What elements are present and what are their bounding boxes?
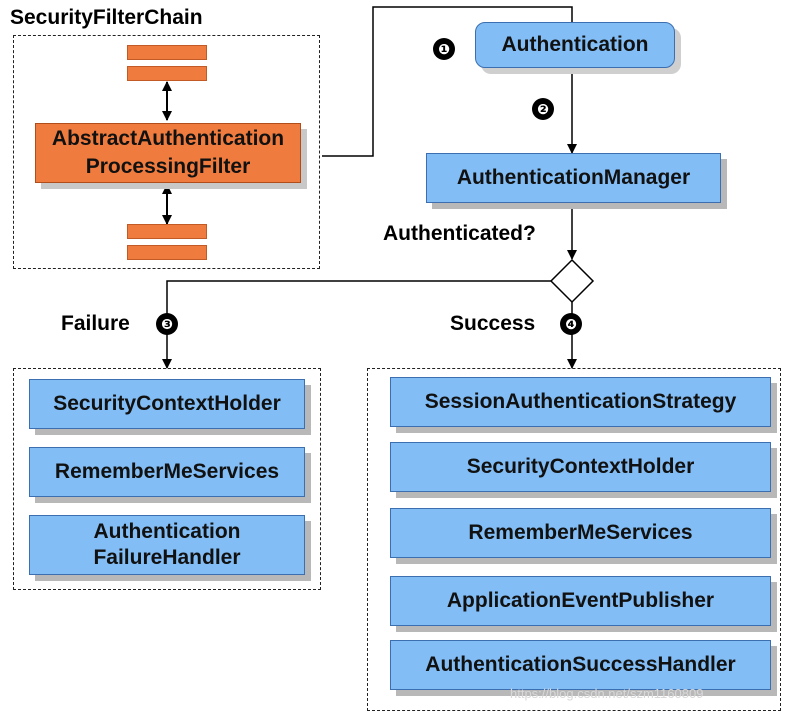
- filter-label-line1: AbstractAuthentication: [51, 127, 285, 150]
- failure-security-context-holder: SecurityContextHolder: [29, 379, 305, 429]
- filter-label-line2: ProcessingFilter: [85, 155, 251, 178]
- abstract-authentication-processing-filter: AbstractAuthentication ProcessingFilter: [35, 123, 301, 183]
- authentication-box: Authentication: [475, 22, 675, 68]
- filter-strip: [127, 224, 207, 239]
- badge-2: ❷: [532, 98, 554, 120]
- decision-diamond: [549, 258, 595, 304]
- application-event-publisher: ApplicationEventPublisher: [390, 576, 771, 626]
- authentication-failure-handler: Authentication FailureHandler: [29, 515, 305, 575]
- failure-handler-line2: FailureHandler: [93, 546, 241, 569]
- success-remember-me-services: RememberMeServices: [390, 508, 771, 558]
- badge-3: ❸: [156, 313, 178, 335]
- success-handlers-container: [367, 368, 781, 711]
- failure-arrow: [162, 280, 551, 369]
- failure-handlers-container: [13, 368, 321, 590]
- badge-4: ❹: [560, 313, 582, 335]
- success-security-context-holder: SecurityContextHolder: [390, 442, 771, 492]
- authentication-manager-box: AuthenticationManager: [426, 153, 721, 203]
- authentication-success-handler: AuthenticationSuccessHandler: [390, 640, 771, 690]
- filter-strip: [127, 245, 207, 260]
- filter-to-authentication-line: [322, 6, 573, 157]
- filter-strip: [127, 66, 207, 81]
- filter-chain-title: SecurityFilterChain: [10, 6, 203, 29]
- session-authentication-strategy: SessionAuthenticationStrategy: [390, 377, 771, 427]
- failure-remember-me-services: RememberMeServices: [29, 447, 305, 497]
- filter-chain-container: [13, 35, 320, 269]
- badge-1: ❶: [433, 38, 455, 60]
- failure-handler-line1: Authentication: [93, 520, 241, 543]
- failure-label: Failure: [61, 312, 130, 335]
- success-label: Success: [450, 312, 536, 335]
- watermark-text: https://blog.csdn.net/szm1160809: [510, 686, 704, 701]
- filter-strip: [127, 45, 207, 60]
- authenticated-decision-label: Authenticated?: [383, 222, 536, 245]
